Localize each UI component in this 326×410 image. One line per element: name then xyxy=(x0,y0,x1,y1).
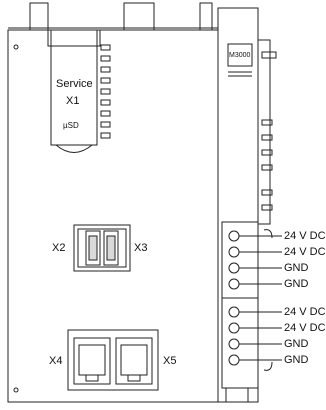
side-strip xyxy=(217,7,259,403)
main-housing xyxy=(7,29,219,403)
ethernet-port-x4-label: X4 xyxy=(49,355,63,367)
service-slot-id: X1 xyxy=(66,95,80,107)
terminal-label-5: 24 V DC xyxy=(284,306,326,318)
microsd-card-label: µSD xyxy=(63,121,79,130)
terminal-label-4: GND xyxy=(284,278,309,290)
service-slot-finger-grip xyxy=(55,144,93,153)
usb-port-x2[interactable] xyxy=(85,230,101,266)
top-tab-middle xyxy=(123,2,155,31)
led-column xyxy=(100,44,111,139)
ethernet-port-x5-label: X5 xyxy=(163,355,177,367)
module-tag-label: M3000 xyxy=(229,52,251,59)
side-rail xyxy=(257,39,271,225)
terminal-lower-group xyxy=(228,306,282,366)
terminal-label-2: 24 V DC xyxy=(284,246,326,258)
ethernet-port-x5[interactable] xyxy=(115,337,153,385)
terminal-label-7: GND xyxy=(284,338,309,350)
bottom-latch xyxy=(225,387,249,403)
wire-hook-lower xyxy=(263,361,273,371)
terminal-upper-group xyxy=(228,230,282,290)
service-slot-title: Service xyxy=(56,78,93,90)
top-tab-left xyxy=(29,2,49,31)
terminal-label-1: 24 V DC xyxy=(284,230,326,242)
terminal-label-8: GND xyxy=(284,354,309,366)
top-tab-right xyxy=(199,2,213,31)
wire-hook-upper xyxy=(263,229,273,239)
ethernet-port-block[interactable] xyxy=(67,329,159,391)
usb-port-x3[interactable] xyxy=(103,230,119,266)
usb-port-block[interactable] xyxy=(73,224,131,272)
terminal-label-6: 24 V DC xyxy=(284,322,326,334)
usb-port-x3-label: X3 xyxy=(134,242,148,254)
usb-port-x2-label: X2 xyxy=(52,242,66,254)
screw-bottom-left xyxy=(13,387,19,393)
ethernet-port-x4[interactable] xyxy=(73,337,111,385)
screw-top-left xyxy=(13,44,19,50)
terminal-label-3: GND xyxy=(284,262,309,274)
service-slot-clip xyxy=(47,29,101,47)
module-tag-box xyxy=(227,43,253,67)
